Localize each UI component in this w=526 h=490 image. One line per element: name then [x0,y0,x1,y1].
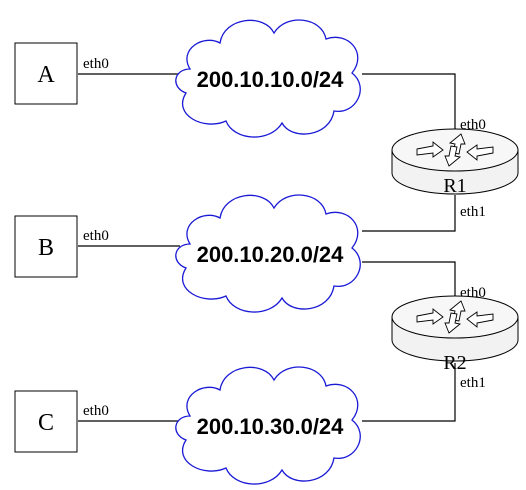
router-r1[interactable]: R1 [391,128,519,197]
router-label: R1 [443,175,466,197]
r2-iface-bottom-label: eth1 [460,375,486,391]
link-r2-net3 [362,363,456,422]
host-c-iface-label: eth0 [83,403,109,419]
host-label: B [38,235,54,261]
network-label: 200.10.10.0/24 [197,67,345,92]
router-r2[interactable]: R2 [391,295,519,374]
host-box [14,390,78,453]
host-label: A [37,62,55,88]
host-a[interactable]: A [14,42,78,105]
network-label: 200.10.20.0/24 [197,242,345,267]
host-box [14,42,78,105]
host-label: C [38,410,54,436]
r1-iface-bottom-label: eth1 [460,204,486,220]
network-label: 200.10.30.0/24 [197,414,345,439]
host-box [14,215,78,278]
link-net1-r1 [362,73,456,138]
host-b-iface-label: eth0 [83,228,109,244]
host-a-iface-label: eth0 [83,56,109,72]
host-c[interactable]: C [14,390,78,453]
network-cloud-2[interactable]: 200.10.20.0/24 [175,194,361,313]
links [78,73,456,422]
router-icon [391,128,519,195]
link-net2-r2 [362,261,456,300]
host-b[interactable]: B [14,215,78,278]
router-label: R2 [443,352,466,374]
network-cloud-1[interactable]: 200.10.10.0/24 [175,19,361,138]
network-cloud-3[interactable]: 200.10.30.0/24 [175,366,361,485]
link-r1-net2 [362,195,456,232]
router-icon [391,295,519,362]
